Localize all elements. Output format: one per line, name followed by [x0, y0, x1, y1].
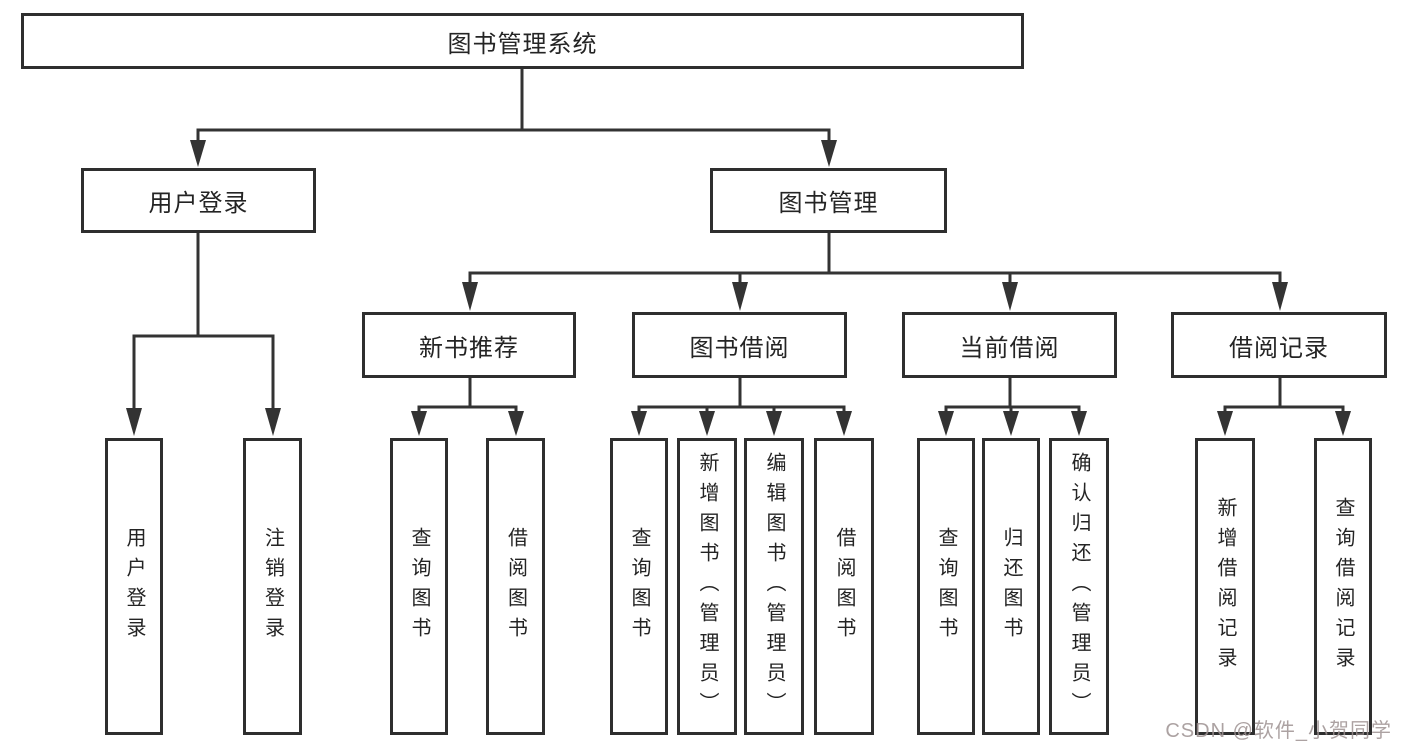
leaf-query-books: 查询图书 — [610, 438, 668, 735]
leaf-add-books-admin: 新增图书（管理员） — [677, 438, 737, 735]
leaf-label: 查询图书 — [935, 526, 957, 647]
arrowhead-leaf — [1071, 411, 1087, 436]
leaf-label: 查询图书 — [628, 526, 650, 647]
connector-root-to-level2 — [196, 69, 831, 142]
connector-borrowrecords-to-leaves — [1223, 378, 1345, 412]
leaf-logout: 注销登录 — [243, 438, 302, 735]
leaf-query-books: 查询图书 — [390, 438, 448, 735]
leaf-label: 注销登录 — [261, 526, 284, 647]
leaf-return-books: 归还图书 — [982, 438, 1040, 735]
node-book-borrow: 图书借阅 — [632, 312, 847, 378]
leaf-query-books: 查询图书 — [917, 438, 975, 735]
leaf-label: 归还图书 — [1000, 526, 1022, 647]
csdn-watermark: CSDN @软件_小贺同学 — [1165, 720, 1392, 742]
leaf-label: 用户登录 — [123, 526, 145, 647]
connector-currentborrow-to-leaves — [944, 378, 1081, 412]
node-label: 图书管理系统 — [447, 30, 598, 58]
arrowhead-leaf — [631, 411, 647, 436]
leaf-add-borrow-record: 新增借阅记录 — [1195, 438, 1255, 735]
connector-userlogin-to-leaves — [132, 233, 275, 409]
leaf-label: 借阅图书 — [504, 526, 527, 647]
node-current-borrow: 当前借阅 — [902, 312, 1117, 378]
node-system-root: 图书管理系统 — [21, 13, 1024, 69]
leaf-confirm-return-admin: 确认归还（管理员） — [1049, 438, 1109, 735]
arrowhead-user-login — [190, 140, 206, 167]
node-book-management: 图书管理 — [710, 168, 947, 233]
connector-bookmgmt-to-level3 — [468, 233, 1282, 284]
leaf-borrow-books: 借阅图书 — [486, 438, 545, 735]
leaf-label: 新增借阅记录 — [1214, 496, 1236, 677]
node-borrow-records: 借阅记录 — [1171, 312, 1387, 378]
arrowhead-book-mgmt — [821, 140, 837, 167]
arrowhead-leaf — [1217, 411, 1233, 436]
node-new-book-recommend: 新书推荐 — [362, 312, 576, 378]
arrowhead-leaf — [411, 411, 427, 436]
leaf-borrow-books: 借阅图书 — [814, 438, 874, 735]
connector-newbooks-to-leaves — [417, 378, 518, 412]
leaf-label: 借阅图书 — [833, 526, 855, 647]
arrowhead-current-borrow — [1002, 282, 1018, 311]
leaf-label: 确认归还（管理员） — [1068, 451, 1090, 722]
leaf-query-borrow-record: 查询借阅记录 — [1314, 438, 1372, 735]
arrowhead-leaf — [836, 411, 852, 436]
arrowhead-leaf — [1003, 411, 1019, 436]
node-label: 图书借阅 — [689, 334, 790, 362]
arrowhead-leaf — [766, 411, 782, 436]
arrowhead-leaf — [265, 408, 281, 436]
arrowhead-leaf — [699, 411, 715, 436]
node-label: 用户登录 — [148, 190, 249, 217]
leaf-label: 编辑图书（管理员） — [763, 451, 785, 722]
node-label: 借阅记录 — [1229, 334, 1329, 362]
node-label: 当前借阅 — [959, 334, 1060, 362]
connector-bookborrow-to-leaves — [637, 378, 846, 412]
arrowhead-book-borrow — [732, 282, 748, 311]
node-label: 图书管理 — [778, 190, 879, 217]
arrowhead-leaf — [938, 411, 954, 436]
leaf-user-login: 用户登录 — [105, 438, 163, 735]
arrowhead-leaf — [1335, 411, 1351, 436]
arrowhead-new-books — [462, 282, 478, 311]
leaf-label: 查询图书 — [408, 526, 430, 647]
leaf-label: 新增图书（管理员） — [696, 451, 718, 722]
leaf-label: 查询借阅记录 — [1332, 496, 1354, 677]
arrowhead-leaf — [508, 411, 524, 436]
node-label: 新书推荐 — [419, 334, 519, 362]
leaf-edit-books-admin: 编辑图书（管理员） — [744, 438, 804, 735]
arrowhead-borrow-records — [1272, 282, 1288, 311]
arrowhead-leaf — [126, 408, 142, 436]
node-user-login: 用户登录 — [81, 168, 316, 233]
